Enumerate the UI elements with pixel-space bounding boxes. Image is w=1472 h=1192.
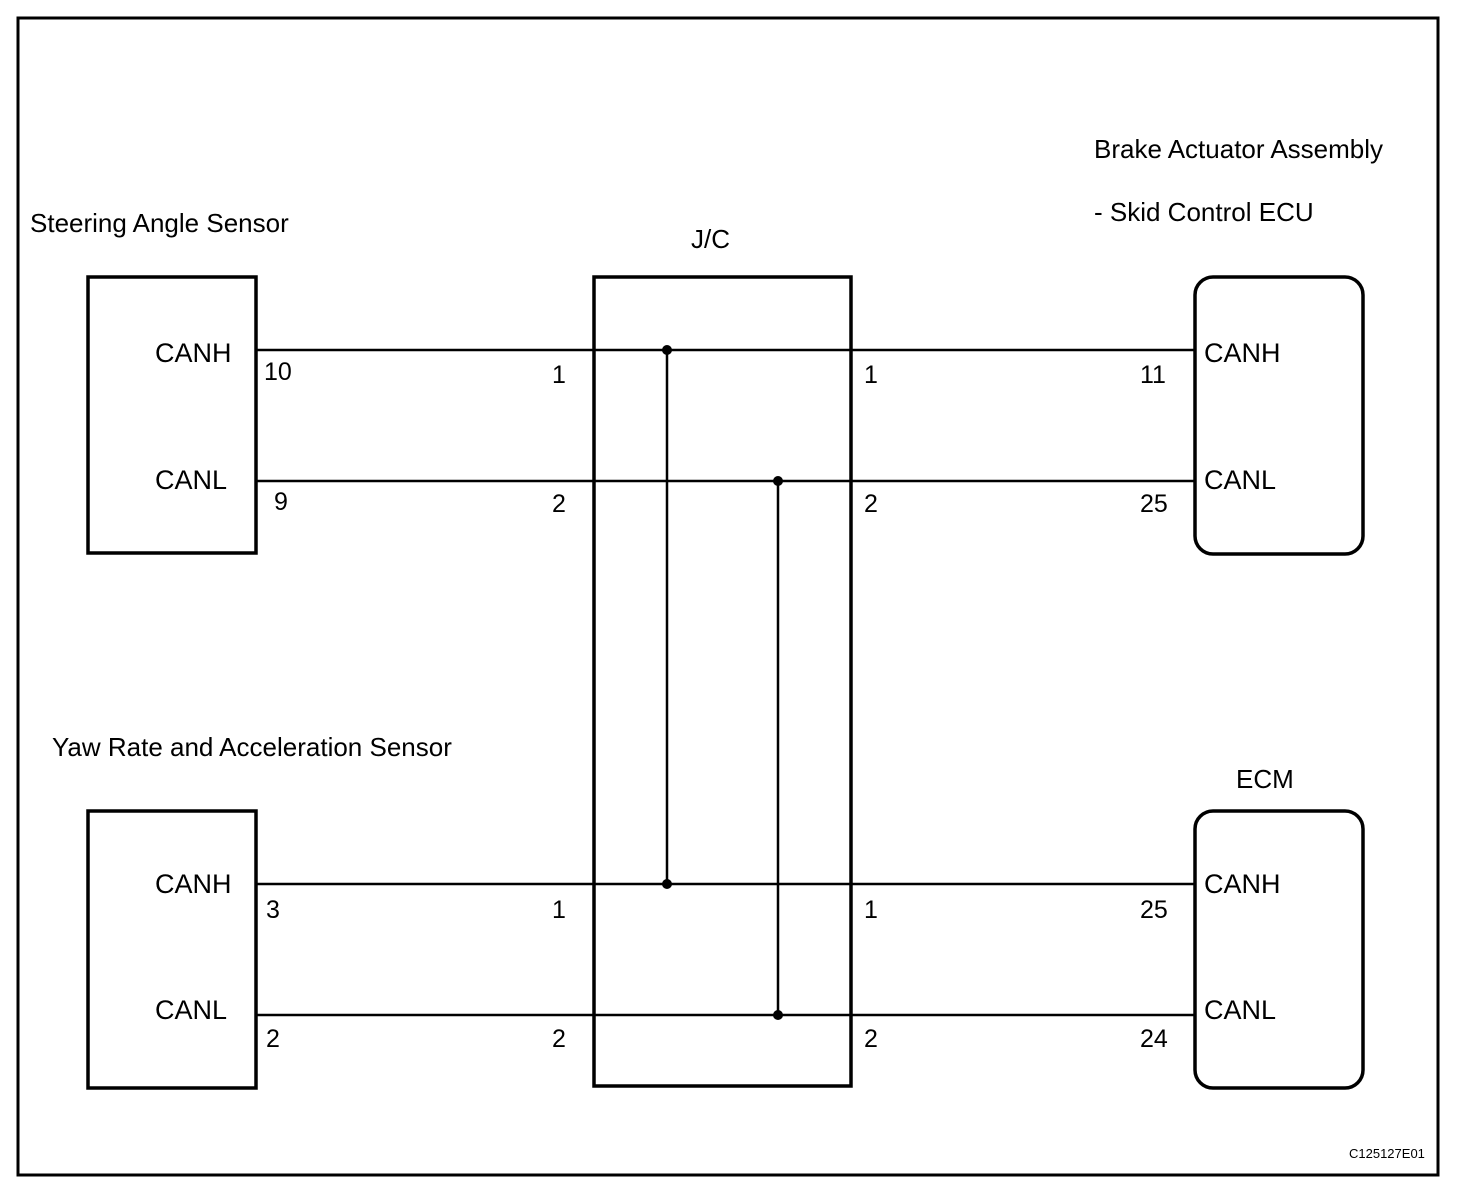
diagram-frame bbox=[16, 16, 1440, 1177]
figure-code: C125127E01 bbox=[1349, 1146, 1425, 1161]
brake-canh-label: CANH bbox=[1204, 338, 1281, 368]
ecm-box bbox=[1193, 809, 1365, 1090]
steering-angle-sensor-title: Steering Angle Sensor bbox=[30, 208, 289, 238]
splice-dot-bottom-canl bbox=[773, 1010, 783, 1020]
jc-box bbox=[592, 275, 853, 1088]
jc-bottom-right-canl-pin: 2 bbox=[864, 1025, 878, 1053]
ecm-canl-label: CANL bbox=[1204, 995, 1276, 1025]
splice-dot-top-canh bbox=[662, 345, 672, 355]
brake-actuator-box bbox=[1193, 275, 1365, 556]
brake-actuator-title-line1: Brake Actuator Assembly bbox=[1094, 134, 1383, 164]
steering-canh-label: CANH bbox=[155, 338, 232, 368]
yaw-canl-label: CANL bbox=[155, 995, 227, 1025]
steering-canl-pin: 9 bbox=[274, 488, 288, 516]
splice-dot-top-canl bbox=[773, 476, 783, 486]
ecm-title: ECM bbox=[1236, 764, 1294, 794]
ecm-canl-pin: 24 bbox=[1140, 1025, 1168, 1053]
jc-top-right-canl-pin: 2 bbox=[864, 490, 878, 518]
brake-canl-label: CANL bbox=[1204, 465, 1276, 495]
brake-canh-pin: 11 bbox=[1140, 361, 1166, 389]
jc-top-left-canh-pin: 1 bbox=[552, 361, 566, 389]
brake-canl-pin: 25 bbox=[1140, 490, 1168, 518]
ecm-canh-label: CANH bbox=[1204, 869, 1281, 899]
steering-angle-sensor-box bbox=[86, 275, 258, 555]
yaw-canh-label: CANH bbox=[155, 869, 232, 899]
yaw-canl-pin: 2 bbox=[266, 1025, 280, 1053]
steering-canh-pin: 10 bbox=[264, 358, 292, 386]
splice-dot-bottom-canh bbox=[662, 879, 672, 889]
jc-bottom-left-canl-pin: 2 bbox=[552, 1025, 566, 1053]
yaw-rate-sensor-box bbox=[86, 809, 258, 1090]
jc-bottom-left-canh-pin: 1 bbox=[552, 896, 566, 924]
ecm-canh-pin: 25 bbox=[1140, 896, 1168, 924]
brake-actuator-title-line2: - Skid Control ECU bbox=[1094, 197, 1314, 227]
jc-title: J/C bbox=[691, 224, 730, 254]
yaw-rate-sensor-title: Yaw Rate and Acceleration Sensor bbox=[52, 732, 452, 762]
jc-top-left-canl-pin: 2 bbox=[552, 490, 566, 518]
yaw-canh-pin: 3 bbox=[266, 896, 280, 924]
jc-top-right-canh-pin: 1 bbox=[864, 361, 878, 389]
steering-canl-label: CANL bbox=[155, 465, 227, 495]
jc-bottom-right-canh-pin: 1 bbox=[864, 896, 878, 924]
